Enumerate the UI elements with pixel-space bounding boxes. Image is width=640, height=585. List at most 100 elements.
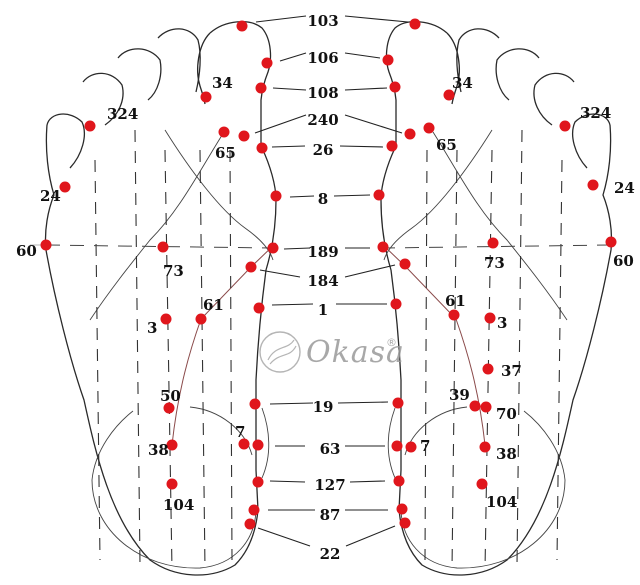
reflex-point	[423, 122, 435, 134]
reflex-point	[479, 441, 491, 453]
reflex-point	[163, 402, 175, 414]
reflex-point	[399, 517, 411, 529]
reflex-point	[252, 476, 264, 488]
point-label-7: 7	[235, 423, 245, 441]
point-label-127: 127	[314, 476, 345, 494]
point-label-104: 104	[163, 496, 194, 514]
watermark: Okasa ®	[259, 331, 405, 373]
reflex-point	[587, 179, 599, 191]
reflex-point	[252, 439, 264, 451]
reflex-point	[409, 18, 421, 30]
point-label-3: 3	[497, 314, 507, 332]
reflex-point	[238, 130, 250, 142]
point-label-104: 104	[486, 493, 517, 511]
reflex-point	[218, 126, 230, 138]
point-label-189: 189	[307, 243, 338, 261]
reflex-point	[255, 82, 267, 94]
reflex-point	[248, 504, 260, 516]
point-label-3: 3	[147, 319, 157, 337]
point-label-7: 7	[420, 437, 430, 455]
reflex-point	[443, 89, 455, 101]
reflex-point	[256, 142, 268, 154]
point-label-1: 1	[318, 301, 328, 319]
point-label-106: 106	[307, 49, 338, 67]
point-label-61: 61	[445, 292, 466, 310]
reflex-point	[448, 309, 460, 321]
point-label-240: 240	[307, 111, 338, 129]
watermark-text: Okasa	[306, 335, 405, 370]
point-label-39: 39	[449, 386, 470, 404]
point-label-103: 103	[307, 12, 338, 30]
point-label-24: 24	[614, 179, 635, 197]
reflex-point	[157, 241, 169, 253]
leaf-swirl-logo-icon	[259, 331, 301, 373]
reflex-point	[382, 54, 394, 66]
point-label-73: 73	[484, 254, 505, 272]
reflex-point	[160, 313, 172, 325]
point-label-60: 60	[16, 242, 37, 260]
reflex-point	[482, 363, 494, 375]
reflex-point	[484, 312, 496, 324]
point-label-63: 63	[320, 440, 341, 458]
reflex-point	[391, 440, 403, 452]
reflex-point	[405, 441, 417, 453]
reflex-point	[404, 128, 416, 140]
point-label-61: 61	[203, 296, 224, 314]
reflex-point	[84, 120, 96, 132]
point-label-324: 324	[107, 105, 138, 123]
right-foot-outline	[380, 21, 613, 576]
point-label-60: 60	[613, 252, 634, 270]
reflex-point	[487, 237, 499, 249]
registered-mark: ®	[386, 336, 397, 349]
point-label-65: 65	[215, 144, 236, 162]
reflex-point	[238, 438, 250, 450]
point-label-73: 73	[163, 262, 184, 280]
point-label-65: 65	[436, 136, 457, 154]
point-label-37: 37	[501, 362, 522, 380]
reflex-point	[267, 242, 279, 254]
reflex-point	[244, 518, 256, 530]
reflex-point	[605, 236, 617, 248]
reflex-point	[200, 91, 212, 103]
reflex-point	[236, 20, 248, 32]
point-label-38: 38	[148, 441, 169, 459]
reflex-point	[249, 398, 261, 410]
reflex-point	[480, 401, 492, 413]
point-label-34: 34	[212, 74, 233, 92]
reflex-point	[559, 120, 571, 132]
reflex-point	[469, 400, 481, 412]
reflex-point	[195, 313, 207, 325]
point-label-70: 70	[496, 405, 517, 423]
point-label-324: 324	[580, 104, 611, 122]
point-label-34: 34	[452, 74, 473, 92]
reflex-point	[377, 241, 389, 253]
point-label-22: 22	[320, 545, 341, 563]
left-foot-outline	[44, 21, 277, 576]
reflex-point	[270, 190, 282, 202]
reflex-point	[166, 439, 178, 451]
reflex-point	[261, 57, 273, 69]
reflex-point	[386, 140, 398, 152]
reflex-point	[59, 181, 71, 193]
point-label-24: 24	[40, 187, 61, 205]
reflex-point	[389, 81, 401, 93]
reflex-point	[166, 478, 178, 490]
reflex-point	[476, 478, 488, 490]
point-label-87: 87	[320, 506, 341, 524]
point-label-108: 108	[307, 84, 338, 102]
reflex-point	[392, 397, 404, 409]
points-layer	[40, 18, 617, 530]
reflex-point	[253, 302, 265, 314]
point-label-50: 50	[160, 387, 181, 405]
point-label-184: 184	[307, 272, 338, 290]
point-label-38: 38	[496, 445, 517, 463]
point-label-26: 26	[313, 141, 334, 159]
reflex-point	[390, 298, 402, 310]
reflex-point	[396, 503, 408, 515]
reflex-point	[40, 239, 52, 251]
point-label-19: 19	[313, 398, 334, 416]
reflex-point	[245, 261, 257, 273]
leader-lines	[30, 15, 409, 547]
